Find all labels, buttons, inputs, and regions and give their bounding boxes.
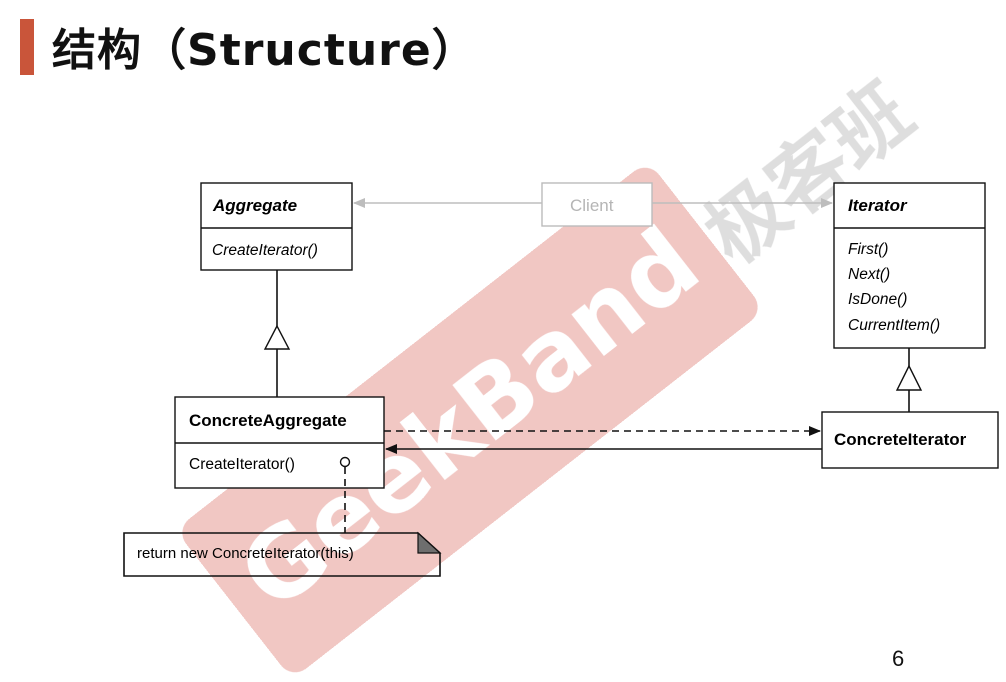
class-concrete-aggregate: ConcreteAggregate CreateIterator()	[174, 396, 385, 489]
watermark: GeekBand 极客班	[182, 67, 929, 673]
note: return new ConcreteIterator(this)	[123, 531, 442, 577]
class-client: Client	[541, 182, 653, 227]
iterator-op-next: Next()	[848, 266, 890, 283]
client-name: Client	[570, 196, 614, 215]
iterator-op-isdone: IsDone()	[848, 291, 907, 308]
aggregate-op: CreateIterator()	[212, 242, 318, 259]
class-concrete-iterator: ConcreteIterator	[821, 411, 999, 469]
iterator-name: Iterator	[848, 196, 908, 215]
iterator-op-first: First()	[848, 241, 888, 258]
page-number: 6	[892, 646, 905, 671]
aggregate-name: Aggregate	[212, 196, 297, 215]
class-aggregate: Aggregate CreateIterator()	[200, 182, 353, 271]
note-text: return new ConcreteIterator(this)	[137, 545, 354, 562]
iterator-op-currentitem: CurrentItem()	[848, 317, 940, 334]
class-iterator: Iterator First() Next() IsDone() Current…	[833, 182, 986, 349]
note-link	[339, 456, 351, 533]
watermark-band	[182, 167, 758, 673]
title-accent-bar	[20, 19, 34, 75]
concrete-aggregate-name: ConcreteAggregate	[189, 411, 347, 430]
inheritance-iterator	[895, 348, 923, 412]
concrete-aggregate-op: CreateIterator()	[189, 456, 295, 473]
concrete-iterator-name: ConcreteIterator	[834, 430, 967, 449]
slide-title: 结构（Structure）	[52, 25, 477, 76]
inheritance-aggregate	[263, 270, 291, 397]
